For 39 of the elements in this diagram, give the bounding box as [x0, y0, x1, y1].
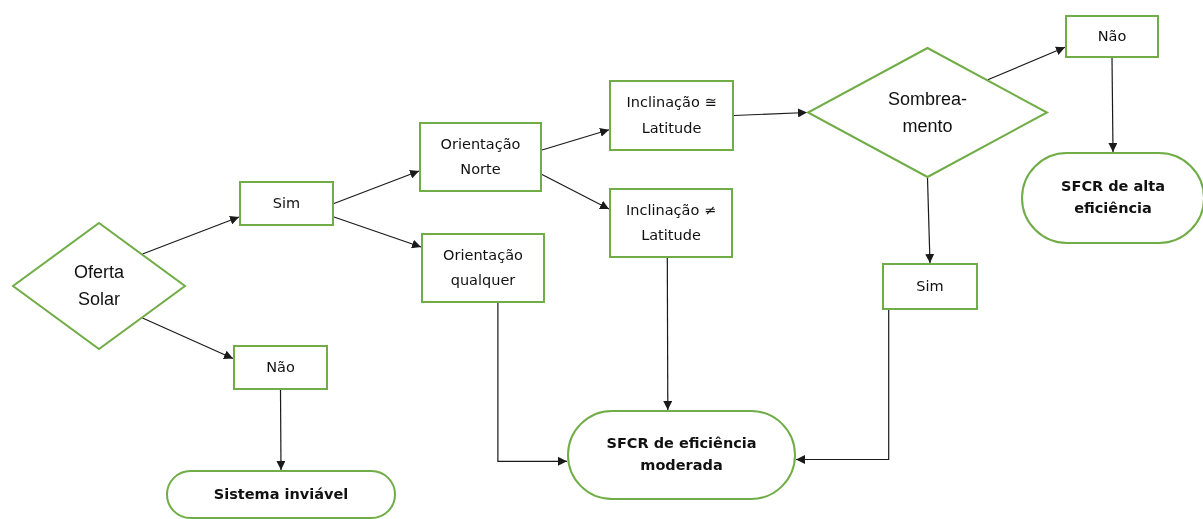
node-label: SFCR de alta eficiência: [1060, 177, 1166, 218]
node-label: Sim: [915, 276, 945, 296]
arrow: [141, 216, 240, 255]
process-box: [1065, 15, 1159, 58]
process-box: [419, 122, 542, 192]
arrow: [733, 108, 808, 118]
arrow: [1108, 57, 1118, 153]
node-label: Orientação Norte: [439, 134, 522, 179]
decision-diamond: [807, 47, 1048, 178]
node-label: Inclinação ≅ Latitude: [625, 93, 718, 138]
process-box: [233, 345, 328, 390]
node-label: Sombrea- mento: [887, 87, 968, 138]
decision-diamond: [12, 222, 186, 350]
arrow: [333, 170, 420, 205]
arrow: [333, 216, 422, 249]
arrow: [987, 46, 1066, 81]
process-box: [609, 80, 734, 151]
node-label: Sistema inviável: [212, 484, 350, 504]
arrow: [541, 173, 610, 210]
node-label: Sim: [271, 193, 302, 213]
arrow: [541, 128, 610, 151]
process-box: [239, 181, 334, 226]
node-label: Orientação qualquer: [442, 245, 524, 290]
process-box: [882, 263, 978, 310]
node-label: Oferta Solar: [72, 261, 125, 311]
arrow: [276, 389, 286, 471]
arrow: [925, 177, 935, 264]
process-box: [421, 233, 545, 303]
node-label: Não: [265, 357, 296, 377]
node-label: SFCR de eficiência moderada: [605, 434, 758, 475]
node-label: Não: [1096, 26, 1128, 46]
arrow: [795, 309, 890, 464]
arrow: [497, 302, 568, 466]
process-box: [609, 188, 733, 258]
arrow: [141, 317, 234, 360]
terminal-shape: [1021, 152, 1203, 244]
node-label: Inclinação ≠ Latitude: [624, 200, 718, 245]
arrow: [663, 257, 673, 411]
terminal-shape: [166, 470, 396, 519]
